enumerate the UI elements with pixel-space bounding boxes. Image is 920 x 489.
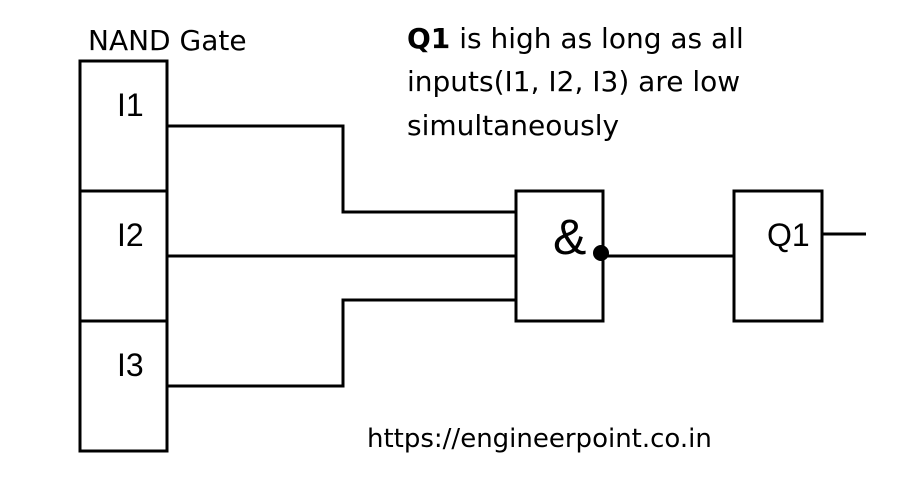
output-label-q1: Q1 <box>767 217 810 253</box>
input-box-i3 <box>78 319 169 453</box>
output-box-q1 <box>732 189 824 323</box>
wire-i3 <box>167 298 516 388</box>
description-line-1: Q1 is high as long as all <box>407 22 744 55</box>
wire-i1 <box>167 124 516 214</box>
description-line-3: simultaneously <box>407 109 619 142</box>
input-label-i2: I2 <box>117 217 144 253</box>
source-url: https://engineerpoint.co.in <box>367 424 712 454</box>
input-box-i2 <box>78 189 169 323</box>
input-label-i1: I1 <box>117 87 144 123</box>
description-line-2: inputs(I1, I2, I3) are low <box>407 65 740 98</box>
gate-symbol: & <box>553 209 586 265</box>
input-box-i1 <box>78 59 169 193</box>
inversion-bubble <box>593 245 609 261</box>
input-wires <box>167 124 516 388</box>
input-label-i3: I3 <box>117 347 144 383</box>
diagram-title: NAND Gate <box>88 24 247 57</box>
description-bold: Q1 <box>407 22 450 55</box>
description-line-1-rest: is high as long as all <box>450 22 743 55</box>
